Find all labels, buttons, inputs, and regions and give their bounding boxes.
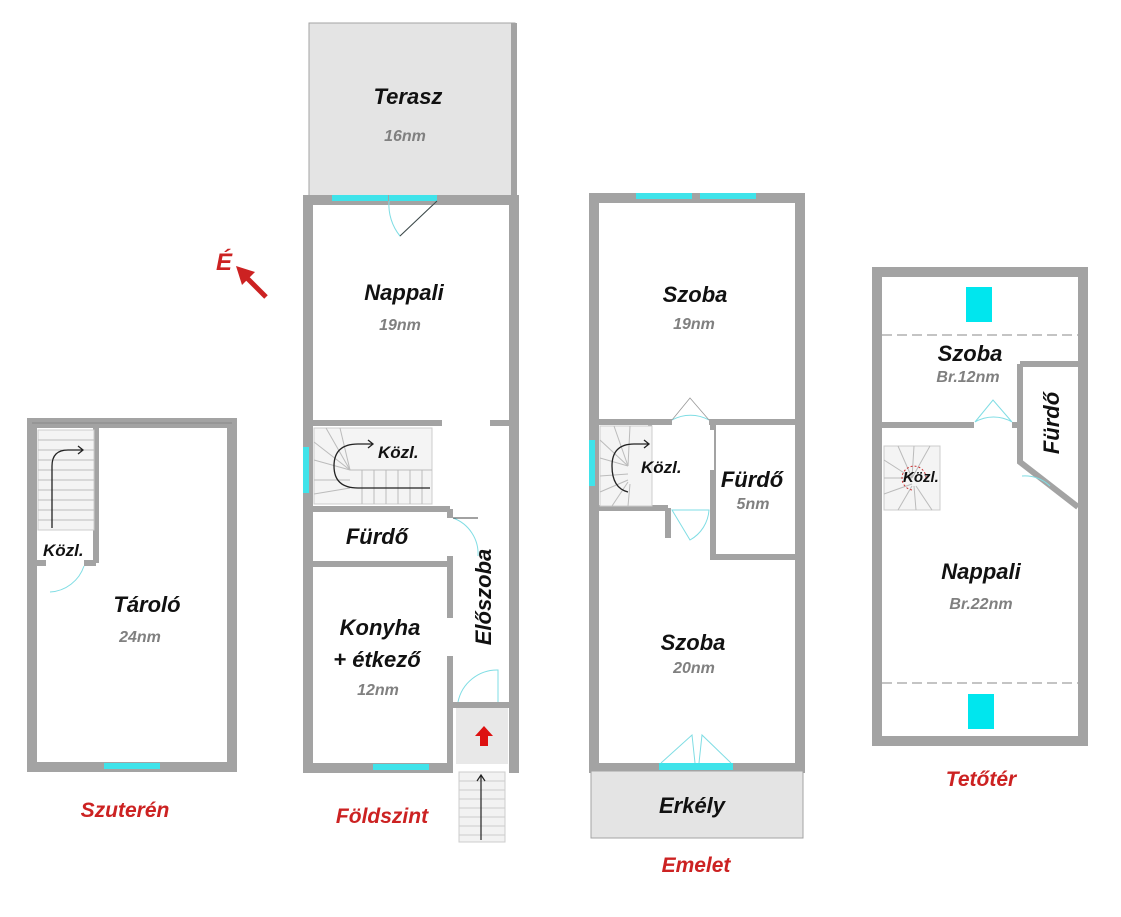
foldszint-stair-icon [313, 427, 433, 505]
suteren-storage-area: 24nm [118, 629, 161, 646]
tetoter-stair-icon [883, 445, 941, 511]
tetoter-bath-name: Fürdő [1039, 390, 1064, 454]
suteren-storage-name: Tároló [113, 592, 180, 617]
compass-label: É [216, 248, 233, 276]
foldszint-bath-door [452, 517, 479, 557]
foldszint-terrace-area: 16nm [384, 128, 426, 145]
emelet-top-room-door [671, 414, 710, 421]
floor-emelet: Közl. Szoba 19nm Fürdő 5nm Szoba 20nm Er… [589, 193, 805, 877]
tetoter-room-name: Szoba [938, 341, 1003, 366]
suteren-floor-label: Szuterén [81, 799, 170, 822]
floor-foldszint: Terasz 16nm Közl. [303, 22, 519, 843]
emelet-top-room-name: Szoba [663, 282, 728, 307]
emelet-top-room-area: 19nm [673, 316, 715, 333]
foldszint-terrace [308, 22, 516, 198]
emelet-bottom-room-door [671, 509, 710, 541]
foldszint-floor-label: Földszint [336, 805, 429, 828]
emelet-window-top-2 [700, 193, 756, 199]
emelet-balcony [590, 770, 804, 839]
tetoter-stair-label: Közl. [903, 469, 939, 486]
emelet-bottom-room-area: 20nm [672, 660, 715, 677]
foldszint-living-name: Nappali [364, 280, 444, 305]
foldszint-window-left [303, 447, 309, 493]
emelet-balcony-door [660, 733, 732, 764]
foldszint-terrace-door [388, 200, 438, 237]
floor-suteren: Közl. Tároló 24nm Szuterén [27, 418, 237, 822]
north-arrow-icon [236, 266, 268, 299]
emelet-bath-name: Fürdő [721, 467, 785, 492]
suteren-stair-icon [37, 429, 95, 531]
emelet-stair-label: Közl. [641, 458, 682, 477]
foldszint-living-area: 19nm [379, 317, 421, 334]
tetoter-room-area: Br.12nm [936, 369, 999, 386]
suteren-stair-label: Közl. [43, 541, 84, 560]
tetoter-room-door [974, 399, 1013, 423]
emelet-window-left [589, 440, 595, 486]
tetoter-bath-door [1021, 475, 1051, 487]
foldszint-entry-stairs-icon [458, 771, 506, 843]
foldszint-bath-name: Fürdő [346, 524, 410, 549]
emelet-floor-label: Emelet [662, 854, 732, 877]
emelet-balcony-name: Erkély [659, 793, 727, 818]
tetoter-roof-window-bottom [968, 694, 994, 729]
compass: É [216, 248, 268, 299]
tetoter-living-name: Nappali [941, 559, 1021, 584]
entrance-arrow-icon [475, 726, 493, 746]
suteren-window [104, 763, 160, 769]
emelet-bath-area: 5nm [737, 496, 770, 513]
emelet-window-top-1 [636, 193, 692, 199]
foldszint-kitchen-name-2: + étkező [333, 647, 422, 672]
emelet-window-balcony [659, 763, 733, 770]
floor-tetoter: Közl. Szoba Br.12nm Fürdő Nappali Br.22n… [872, 267, 1088, 791]
tetoter-living-area: Br.22nm [949, 596, 1012, 613]
tetoter-floor-label: Tetőtér [946, 768, 1018, 791]
foldszint-window-top-1 [332, 195, 388, 201]
emelet-stair-icon [599, 425, 653, 507]
foldszint-entry-door [457, 669, 499, 703]
foldszint-kitchen-name-1: Konyha [340, 615, 421, 640]
foldszint-kitchen-area: 12nm [357, 682, 399, 699]
foldszint-window-bottom [373, 764, 429, 770]
foldszint-stair-label: Közl. [378, 443, 419, 462]
foldszint-hall-name: Előszoba [471, 549, 496, 646]
suteren-door [46, 563, 85, 593]
tetoter-outer-wall [872, 267, 1088, 746]
foldszint-terrace-name: Terasz [374, 84, 443, 109]
tetoter-roof-window-top [966, 287, 992, 322]
emelet-bottom-room-name: Szoba [661, 630, 726, 655]
foldszint-window-top-2 [389, 195, 437, 201]
